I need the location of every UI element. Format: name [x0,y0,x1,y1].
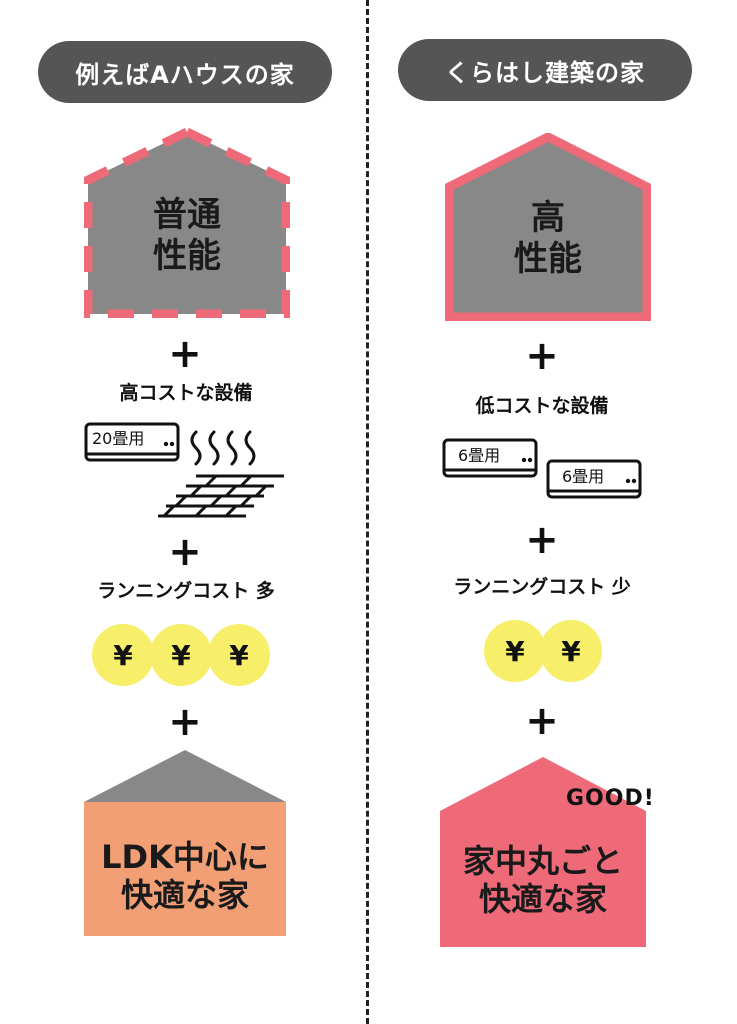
left-result-line2: 快適な家 [120,876,249,915]
good-label: GOOD! [566,786,655,811]
right-plus-1: + [525,333,559,379]
left-ac-label: 20畳用 [92,429,145,448]
right-result-text: 家中丸ごと 快適な家 [440,842,646,919]
left-running-cost-label: ランニングコスト 多 [97,580,275,602]
right-ac-label-1: 6畳用 [458,446,501,465]
right-ac-icon-1 [442,438,538,478]
left-result-house-icon [84,750,286,936]
left-house-icon [84,128,290,318]
right-running-cost-label: ランニングコスト 少 [453,576,631,598]
right-plus-2: + [525,517,559,563]
right-yen-coin-2: ¥ [540,620,602,682]
left-plus-2: + [168,529,202,575]
left-yen-coin-3: ¥ [208,624,270,686]
right-ac-icon-2 [546,459,642,499]
left-result-text: LDK中心に 快適な家 [84,838,286,915]
left-yen-coin-1: ¥ [92,624,154,686]
left-plus-3: + [168,699,202,745]
right-house-line2: 性能 [514,238,582,279]
right-result-line1: 家中丸ごと [462,842,623,880]
left-plus-1: + [168,331,202,377]
left-house-line2: 性能 [153,235,221,276]
left-yen-coin-2: ¥ [150,624,212,686]
right-yen-coin-1: ¥ [484,620,546,682]
left-result-line1: LDK中心に [101,838,269,876]
right-ac-label-2: 6畳用 [562,467,605,486]
heat-waves-icon [190,430,256,466]
right-equipment-label: 低コストな設備 [475,395,609,417]
left-ac-icon [84,422,180,462]
left-house-line1: 普通 [153,195,221,235]
left-equipment-label: 高コストな設備 [119,382,253,404]
left-house-text: 普通 性能 [84,195,290,277]
right-house-line1: 高 [531,198,565,238]
floor-heating-icon [158,474,284,518]
right-plus-3: + [525,698,559,744]
right-house-icon [445,133,651,321]
center-divider [366,0,369,1024]
right-house-text: 高 性能 [445,198,651,280]
left-heading: 例えばAハウスの家 [38,41,332,103]
right-heading: くらはし建築の家 [398,39,692,101]
right-result-line2: 快適な家 [478,880,607,919]
right-result-house-icon [440,757,646,947]
